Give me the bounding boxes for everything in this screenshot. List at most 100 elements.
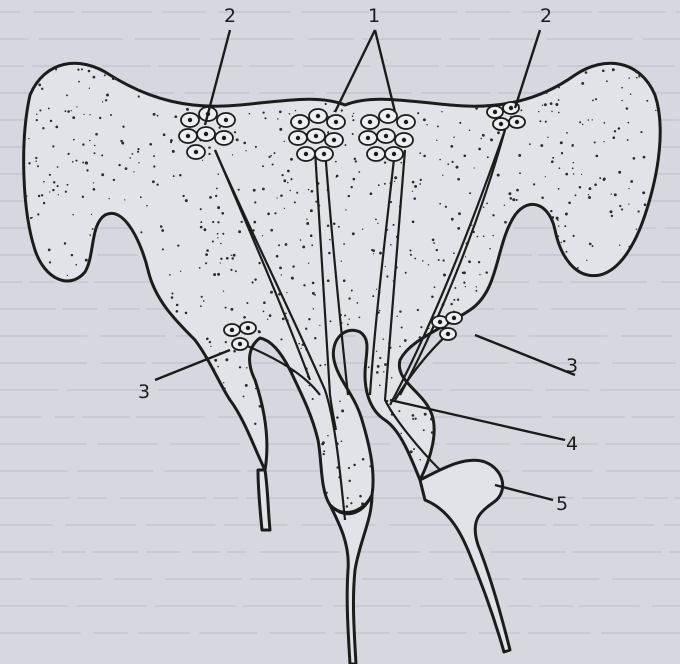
stipple-dot xyxy=(93,182,94,183)
stipple-dot xyxy=(628,203,629,204)
stipple-dot xyxy=(357,302,359,304)
stipple-dot xyxy=(599,177,601,179)
stipple-dot xyxy=(243,142,246,145)
stipple-dot xyxy=(35,160,37,162)
stipple-dot xyxy=(343,243,345,245)
stipple-dot xyxy=(277,197,278,198)
stipple-dot xyxy=(595,98,597,100)
cell-nucleus xyxy=(386,114,390,118)
stipple-dot xyxy=(163,133,166,136)
stipple-dot xyxy=(346,505,348,507)
stipple-dot xyxy=(442,175,443,176)
stipple-dot xyxy=(579,186,582,189)
stipple-dot xyxy=(221,212,224,215)
stipple-dot xyxy=(333,223,336,226)
stipple-dot xyxy=(630,180,633,183)
stipple-dot xyxy=(350,502,352,504)
stipple-dot xyxy=(550,210,552,212)
stipple-dot xyxy=(233,350,236,353)
stipple-dot xyxy=(171,296,174,299)
stipple-dot xyxy=(230,269,232,271)
stipple-dot xyxy=(234,131,236,133)
organ-outline xyxy=(24,63,661,512)
stipple-dot xyxy=(202,160,203,161)
cell-nucleus xyxy=(438,320,442,324)
stipple-dot xyxy=(308,189,309,190)
stipple-dot xyxy=(516,189,519,192)
cell-nucleus xyxy=(230,328,234,332)
stipple-dot xyxy=(399,310,401,312)
stipple-dot xyxy=(558,99,560,101)
stipple-dot xyxy=(327,435,329,437)
cell-nucleus xyxy=(509,106,513,110)
stipple-dot xyxy=(482,134,485,137)
cell-nucleus xyxy=(499,122,503,126)
stipple-dot xyxy=(348,195,350,197)
stipple-dot xyxy=(485,271,487,273)
stipple-dot xyxy=(368,366,370,368)
cell-nucleus xyxy=(322,152,326,156)
stipple-dot xyxy=(305,328,307,330)
stipple-dot xyxy=(359,317,361,319)
stipple-dot xyxy=(213,273,216,276)
stipple-dot xyxy=(82,162,84,164)
stipple-dot xyxy=(560,141,563,144)
stipple-dot xyxy=(592,245,594,247)
stipple-dot xyxy=(504,221,507,224)
stipple-dot xyxy=(287,182,288,183)
stipple-dot xyxy=(618,171,621,174)
stipple-dot xyxy=(314,294,316,296)
stipple-dot xyxy=(137,148,139,150)
stipple-dot xyxy=(212,240,214,242)
stipple-dot xyxy=(628,246,630,248)
stipple-dot xyxy=(636,228,637,229)
stipple-dot xyxy=(88,70,91,73)
stipple-dot xyxy=(547,137,548,138)
stipple-dot xyxy=(359,495,362,498)
stipple-dot xyxy=(101,173,104,176)
stipple-dot xyxy=(361,502,364,505)
stipple-dot xyxy=(627,139,629,141)
stipple-dot xyxy=(235,270,237,272)
stipple-dot xyxy=(426,124,427,125)
stipple-dot xyxy=(423,429,425,431)
stipple-dot xyxy=(327,225,330,228)
stipple-dot xyxy=(300,239,302,241)
stipple-dot xyxy=(423,118,426,121)
cell-nucleus xyxy=(446,332,450,336)
stipple-dot xyxy=(25,195,27,197)
stipple-dot xyxy=(296,192,298,194)
stipple-dot xyxy=(628,188,629,189)
stipple-dot xyxy=(118,164,120,166)
stipple-dot xyxy=(230,308,233,311)
stipple-dot xyxy=(37,165,39,167)
stipple-dot xyxy=(545,121,547,123)
stipple-dot xyxy=(262,165,264,167)
stipple-dot xyxy=(323,450,325,452)
stipple-dot xyxy=(270,155,272,157)
stipple-dot xyxy=(308,409,310,411)
stipple-dot xyxy=(276,255,279,258)
stipple-dot xyxy=(245,150,246,151)
stipple-dot xyxy=(263,301,266,304)
stipple-dot xyxy=(89,114,90,115)
stipple-dot xyxy=(329,239,331,241)
stipple-dot xyxy=(67,153,69,155)
stipple-dot xyxy=(125,220,127,222)
stipple-dot xyxy=(376,351,377,352)
stipple-dot xyxy=(469,192,471,194)
cell-nucleus xyxy=(304,152,308,156)
stipple-dot xyxy=(352,232,355,235)
stipple-dot xyxy=(384,363,387,366)
stipple-dot xyxy=(231,257,233,259)
stipple-dot xyxy=(555,103,558,106)
stipple-dot xyxy=(566,132,568,134)
stipple-dot xyxy=(400,433,402,435)
stipple-dot xyxy=(140,231,142,233)
stipple-dot xyxy=(352,119,354,121)
stipple-dot xyxy=(581,82,584,85)
stipple-dot xyxy=(217,173,219,175)
stipple-dot xyxy=(156,183,158,185)
stipple-dot xyxy=(353,113,354,114)
stipple-dot xyxy=(28,138,29,139)
